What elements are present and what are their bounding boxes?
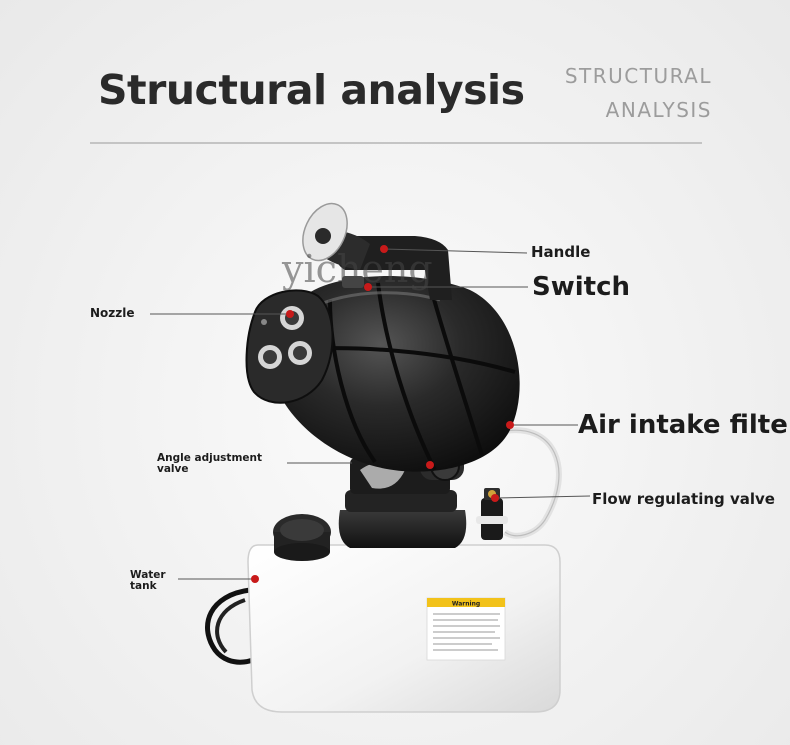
- label-flow-regulating-valve: Flow regulating valve: [592, 490, 775, 508]
- label-water-tank: Water tank: [130, 569, 166, 592]
- label-switch: Switch: [532, 272, 631, 302]
- marker-handle: [380, 245, 388, 253]
- marker-air-intake: [506, 421, 514, 429]
- label-handle: Handle: [531, 243, 591, 261]
- marker-switch: [364, 283, 372, 291]
- marker-angle-valve: [426, 461, 434, 469]
- page-title: Structural analysis: [98, 66, 525, 114]
- label-air-intake-filter: Air intake filter: [578, 410, 790, 440]
- subtitle-line-2: ANALYSIS: [605, 98, 712, 122]
- base-pedestal: [338, 510, 467, 548]
- leader-lines: [150, 248, 591, 580]
- water-tank: [247, 544, 561, 713]
- marker-flow-valve: [491, 494, 499, 502]
- label-angle-adjustment-valve: Angle adjustment valve: [157, 452, 262, 475]
- nozzle-head: [245, 289, 334, 404]
- title-divider: [90, 142, 702, 144]
- label-nozzle: Nozzle: [90, 306, 135, 320]
- marker-nozzle: [286, 310, 294, 318]
- callout-markers: [251, 245, 514, 583]
- switch-button: [342, 276, 364, 288]
- subtitle-line-1: STRUCTURAL: [564, 64, 712, 88]
- watermark-text: yicheng: [282, 247, 433, 291]
- warning-sticker-text: Warning: [452, 601, 480, 608]
- marker-water-tank: [251, 575, 259, 583]
